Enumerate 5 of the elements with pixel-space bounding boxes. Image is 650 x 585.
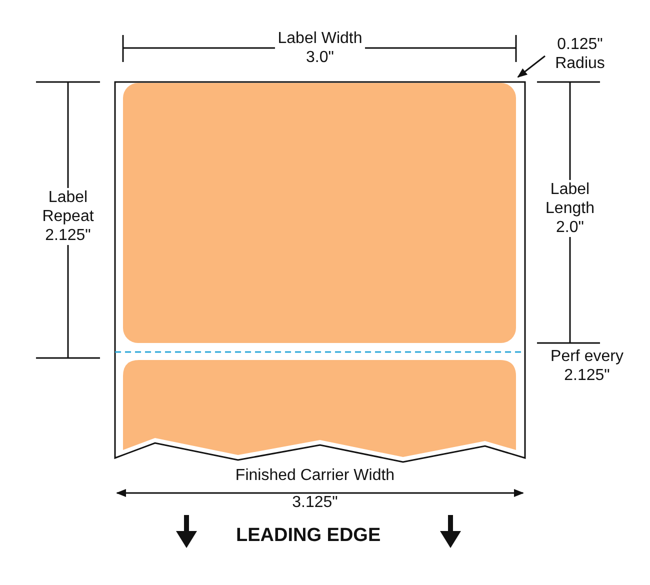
direction-text: LEADING EDGE [236, 526, 381, 545]
dimension-text: Finished Carrier Width 3.125" [234, 466, 396, 513]
leader-line [517, 55, 546, 78]
callout-text: 0.125" Radius [540, 35, 620, 73]
label-shape [123, 83, 516, 343]
